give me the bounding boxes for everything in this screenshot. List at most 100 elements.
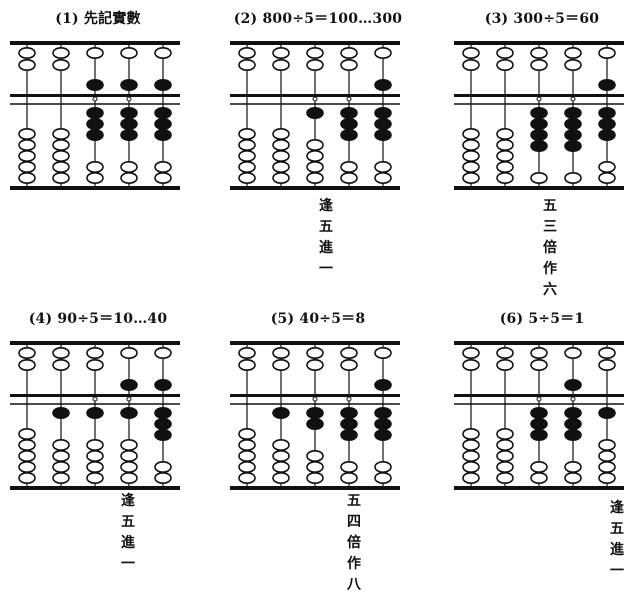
earth-bead — [564, 472, 582, 485]
frame-top-bar — [230, 41, 400, 45]
earth-bead — [598, 107, 616, 120]
annotation-char: 逢 — [121, 493, 135, 509]
earth-bead — [496, 439, 514, 452]
frame-top-bar — [10, 41, 180, 45]
earth-bead — [530, 129, 548, 142]
beam-marker — [126, 96, 132, 102]
beam-marker — [92, 396, 98, 402]
earth-bead — [340, 129, 358, 142]
earth-bead — [564, 461, 582, 474]
heaven-bead — [306, 347, 324, 359]
earth-bead — [238, 161, 256, 174]
earth-bead — [18, 161, 36, 174]
heaven-bead — [374, 78, 392, 91]
earth-bead — [52, 472, 70, 485]
frame-bottom-bar — [230, 186, 400, 190]
earth-bead — [564, 140, 582, 153]
earth-bead — [86, 107, 104, 120]
abacus — [454, 41, 624, 190]
annotation-char: 六 — [543, 282, 557, 298]
heaven-bead — [462, 347, 480, 359]
rule-annotation: 逢 五 進 一 — [318, 196, 334, 280]
earth-bead — [52, 139, 70, 152]
earth-bead — [564, 429, 582, 442]
earth-bead — [86, 407, 104, 420]
earth-bead — [598, 450, 616, 463]
earth-bead — [374, 407, 392, 420]
earth-bead — [272, 439, 290, 452]
earth-bead — [18, 128, 36, 141]
beam-marker — [126, 396, 132, 402]
earth-bead — [86, 118, 104, 131]
earth-bead — [18, 139, 36, 152]
abacus-panel-6: (6) 5÷5＝1 逢 五 進 一 — [452, 308, 632, 608]
heaven-bead — [340, 347, 358, 359]
heaven-bead — [52, 347, 70, 359]
heaven-bead — [374, 347, 392, 359]
earth-bead — [530, 472, 548, 485]
heaven-bead — [86, 47, 104, 59]
earth-bead — [598, 172, 616, 185]
earth-bead — [564, 172, 582, 185]
annotation-char: 四 — [347, 514, 361, 530]
heaven-bead — [496, 58, 514, 71]
earth-bead — [52, 439, 70, 452]
earth-bead — [18, 172, 36, 185]
earth-bead — [272, 450, 290, 463]
heaven-bead — [496, 347, 514, 359]
earth-bead — [374, 129, 392, 142]
earth-bead — [530, 407, 548, 420]
earth-bead — [564, 129, 582, 142]
earth-bead — [154, 429, 172, 442]
panel-caption: (1) 先記實數 — [55, 11, 141, 27]
earth-bead — [598, 439, 616, 452]
heaven-bead — [374, 47, 392, 59]
annotation-char: 進 — [610, 542, 624, 558]
earth-bead — [18, 439, 36, 452]
earth-bead — [462, 428, 480, 441]
earth-bead — [52, 450, 70, 463]
annotation-char: 五 — [543, 198, 557, 214]
panel-caption: (4) 90÷5＝10…40 — [28, 311, 168, 327]
earth-bead — [340, 461, 358, 474]
earth-bead — [598, 472, 616, 485]
earth-bead — [306, 172, 324, 185]
heaven-bead — [530, 358, 548, 371]
annotation-char: 進 — [319, 240, 333, 256]
earth-bead — [238, 439, 256, 452]
earth-bead — [52, 407, 70, 420]
panel-caption: (2) 800÷5＝100…300 — [233, 11, 403, 27]
earth-bead — [120, 407, 138, 420]
earth-bead — [86, 161, 104, 174]
earth-bead — [462, 161, 480, 174]
earth-bead — [564, 418, 582, 431]
annotation-char: 一 — [319, 261, 333, 277]
earth-bead — [598, 118, 616, 131]
earth-bead — [496, 172, 514, 185]
annotation-char: 八 — [347, 577, 361, 593]
heaven-bead — [564, 378, 582, 391]
heaven-bead — [306, 47, 324, 59]
earth-bead — [530, 461, 548, 474]
earth-bead — [154, 407, 172, 420]
earth-bead — [272, 172, 290, 185]
heaven-bead — [598, 347, 616, 359]
earth-bead — [238, 150, 256, 163]
earth-bead — [52, 172, 70, 185]
earth-bead — [120, 161, 138, 174]
heaven-bead — [306, 358, 324, 371]
abacus-panel-5: (5) 40÷5＝8 五 四 倍 作 八 — [228, 308, 408, 608]
annotation-char: 進 — [121, 535, 135, 551]
frame-bottom-bar — [10, 486, 180, 490]
earth-bead — [462, 150, 480, 163]
earth-bead — [374, 418, 392, 431]
earth-bead — [306, 107, 324, 120]
earth-bead — [154, 461, 172, 474]
earth-bead — [272, 472, 290, 485]
earth-bead — [530, 429, 548, 442]
earth-bead — [306, 407, 324, 420]
heaven-bead — [272, 358, 290, 371]
frame-top-bar — [454, 41, 624, 45]
annotation-char: 五 — [319, 219, 333, 235]
earth-bead — [154, 172, 172, 185]
